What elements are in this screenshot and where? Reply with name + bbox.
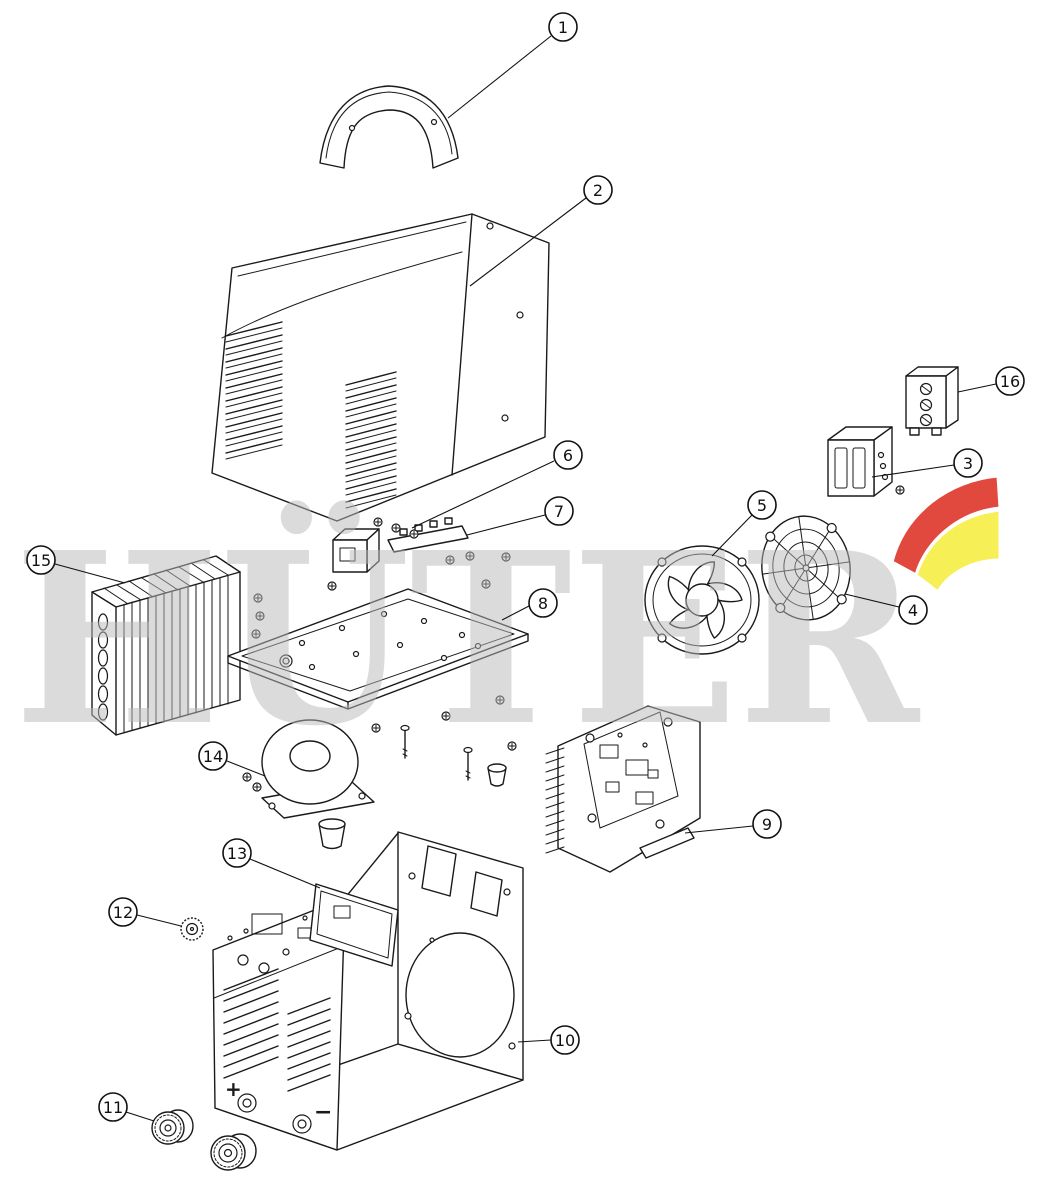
svg-text:3: 3 (963, 454, 973, 473)
cover-screw-hole (486, 222, 494, 230)
pcb-components (585, 717, 673, 829)
callout-9: 9 (684, 809, 782, 839)
chassis-louvers-right (287, 997, 331, 1092)
switch-rocker (834, 447, 848, 489)
chassis-front-panel: + − (212, 897, 346, 1151)
chassis-louvers-left (223, 968, 279, 1079)
switch-rocker (852, 447, 866, 489)
watermark-text: HÜTER (14, 500, 921, 778)
part-terminal-block (905, 366, 959, 436)
plus-label: + (225, 1077, 242, 1101)
knob-hole (237, 954, 249, 966)
heatsink-slots (97, 613, 109, 721)
part-power-switch (827, 426, 905, 497)
svg-text:1: 1 (558, 18, 568, 37)
part-top-cover (211, 213, 550, 522)
callout-14: 14 (198, 741, 266, 777)
watermark-swoosh (890, 474, 1002, 595)
part-fan-guard (761, 515, 851, 621)
rubber-foot (487, 763, 507, 787)
callout-15: 15 (26, 545, 126, 584)
callout-5: 5 (711, 490, 777, 557)
rubber-foot (318, 818, 346, 850)
svg-text:2: 2 (593, 181, 603, 200)
part-aux-transformer (332, 528, 380, 573)
knob-hole (258, 962, 270, 974)
terminal-screws (919, 382, 933, 427)
part-heatsink (91, 555, 241, 736)
callout-6: 6 (411, 440, 583, 529)
part-inductor (261, 719, 375, 819)
svg-text:7: 7 (554, 502, 564, 521)
part-fan (644, 545, 760, 655)
callouts: 1 2 3 4 5 6 7 (26, 12, 1025, 1122)
screw-icon (895, 485, 905, 495)
callout-8: 8 (501, 588, 558, 621)
heatsink-fins (123, 575, 229, 734)
fan-hub (685, 583, 719, 617)
svg-text:15: 15 (31, 551, 51, 570)
svg-text:6: 6 (563, 446, 573, 465)
svg-text:5: 5 (757, 496, 767, 515)
callout-2: 2 (469, 175, 613, 287)
callout-10: 10 (517, 1025, 580, 1055)
part-side-panel-pcb (545, 705, 701, 873)
part-base-plate (227, 588, 529, 710)
swoosh-yellow (914, 508, 1002, 595)
callout-16: 16 (957, 366, 1025, 396)
callout-1: 1 (447, 12, 578, 119)
fan-cutout (405, 932, 515, 1058)
svg-text:8: 8 (538, 594, 548, 613)
part-main-chassis: + − (212, 831, 524, 1151)
screw-icon (252, 782, 262, 792)
display-cutout (251, 913, 283, 935)
cover-screw-hole (501, 414, 509, 422)
side-panel-vents (545, 747, 565, 854)
svg-text:10: 10 (555, 1031, 575, 1050)
svg-text:12: 12 (113, 903, 133, 922)
part-control-board (387, 517, 469, 553)
part-output-sockets (151, 1109, 257, 1171)
callout-11: 11 (98, 1092, 155, 1122)
chassis-rear-panel (397, 831, 524, 1081)
heatsink-top-hatch (91, 559, 229, 608)
watermark: HÜTER (14, 474, 1002, 778)
part-panel-overlay (309, 883, 399, 967)
part-handle (319, 85, 459, 169)
cover-screw-hole (516, 311, 524, 319)
callout-7: 7 (466, 496, 574, 536)
handle-screw-hole (348, 124, 356, 132)
callout-13: 13 (222, 838, 321, 889)
callout-4: 4 (844, 593, 928, 625)
minus-label: − (314, 1100, 332, 1125)
handle-screw-hole (430, 118, 438, 126)
part-knob (180, 917, 204, 941)
svg-text:14: 14 (203, 747, 223, 766)
svg-text:11: 11 (103, 1098, 123, 1117)
svg-text:13: 13 (227, 844, 247, 863)
callout-3: 3 (871, 448, 983, 478)
callout-12: 12 (108, 897, 182, 927)
grommet-hole (282, 657, 290, 665)
svg-text:9: 9 (762, 815, 772, 834)
cover-louvers-left (225, 321, 283, 460)
svg-text:4: 4 (908, 601, 918, 620)
cover-louvers-right (345, 371, 397, 509)
base-plate-holes (298, 610, 482, 671)
svg-text:16: 16 (1000, 372, 1020, 391)
